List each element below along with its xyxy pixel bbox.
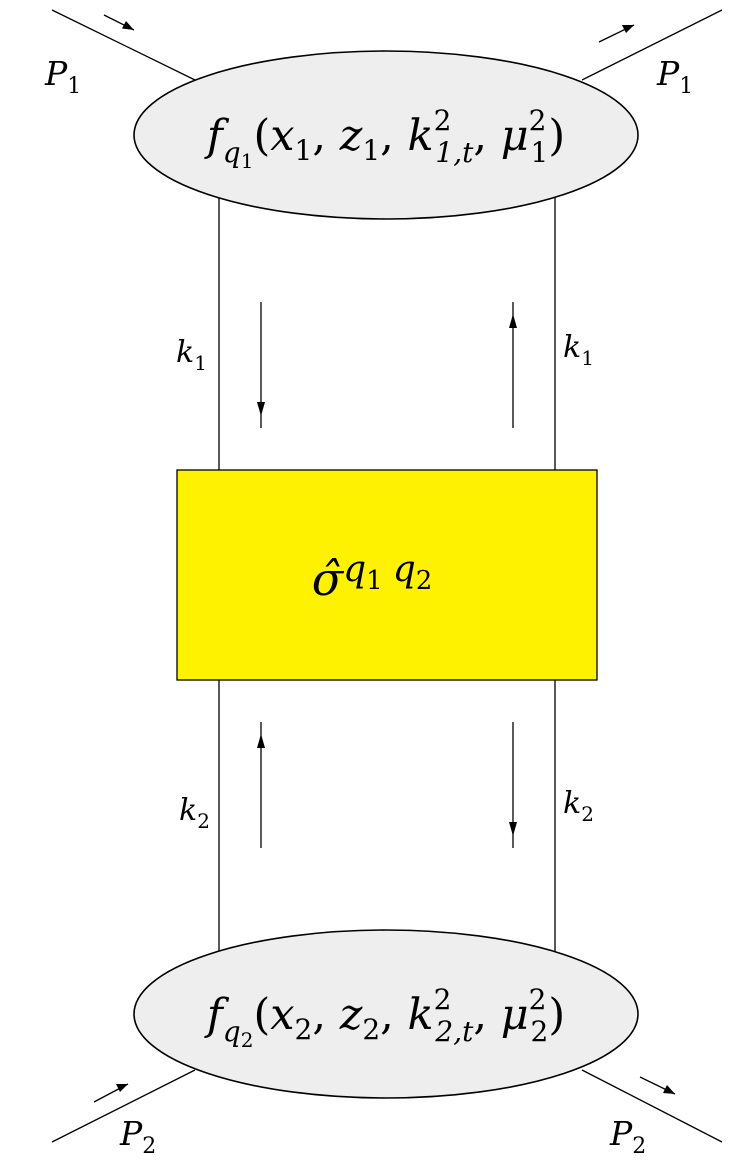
outgoing-line-p2-right — [581, 1069, 723, 1143]
label-k1-right: k1 — [563, 330, 594, 370]
label-k1-left: k1 — [176, 335, 207, 375]
arrow-p2-left — [93, 1083, 129, 1103]
label-p2-left: P2 — [119, 1114, 156, 1159]
arrow-k1-left-down — [257, 302, 265, 428]
bottom-distribution-blob — [133, 929, 639, 1099]
outgoing-line-p1-right — [581, 9, 723, 81]
incoming-line-p2-left — [51, 1069, 196, 1143]
arrow-k1-right-up — [509, 302, 517, 428]
arrow-p2-right — [639, 1076, 676, 1095]
arrow-k2-left-up — [257, 722, 265, 848]
hard-scattering-box — [176, 469, 598, 681]
label-k2-left: k2 — [179, 793, 210, 833]
label-p2-right: P2 — [609, 1114, 646, 1159]
arrow-p1-right — [598, 24, 635, 43]
incoming-line-p1-left — [51, 9, 196, 81]
top-distribution-blob — [133, 50, 639, 220]
arrow-k2-right-down — [509, 722, 517, 848]
label-k2-right: k2 — [563, 786, 594, 826]
label-p1-left: P1 — [44, 54, 81, 99]
label-p1-right: P1 — [656, 54, 693, 99]
arrow-p1-left — [103, 14, 135, 31]
